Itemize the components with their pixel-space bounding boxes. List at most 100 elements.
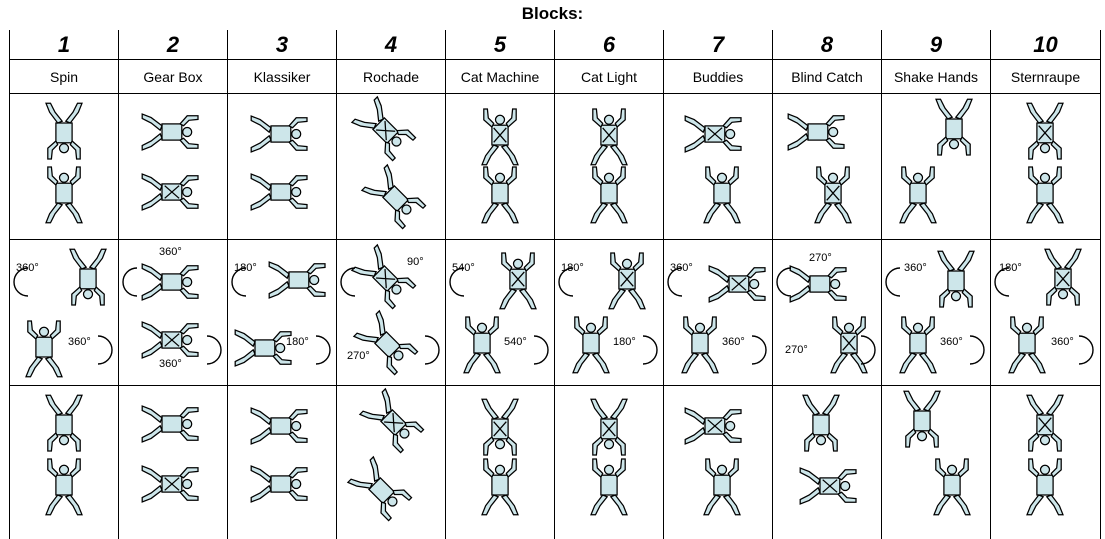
rotation-label-bottom: 360° bbox=[159, 358, 182, 370]
formation-drawing bbox=[119, 386, 228, 532]
skydiver-figure bbox=[142, 264, 198, 300]
formation-drawing bbox=[773, 94, 882, 240]
rotation-arrow bbox=[316, 336, 330, 364]
block-column-4: 4 Rochade 90° 270° bbox=[336, 30, 445, 539]
skydiver-figure bbox=[26, 321, 62, 377]
rotation-label-bottom: 180° bbox=[286, 336, 309, 348]
rotation-label-bottom: 360° bbox=[68, 336, 91, 348]
skydiver-figure bbox=[352, 97, 417, 162]
formation-end bbox=[882, 386, 990, 532]
skydiver-figure bbox=[46, 395, 82, 451]
skydiver-figure bbox=[573, 317, 609, 373]
rotation-label-bottom: 180° bbox=[613, 336, 636, 348]
skydiver-figure bbox=[704, 167, 740, 223]
block-name: Gear Box bbox=[119, 60, 227, 94]
formation-drawing bbox=[337, 240, 446, 386]
formation-transition: 180° 360° bbox=[991, 240, 1100, 386]
skydiver-figure bbox=[482, 399, 518, 455]
block-number: 7 bbox=[664, 30, 772, 60]
block-column-5: 5 Cat Machine 540° 540° bbox=[445, 30, 554, 539]
skydiver-figure bbox=[1009, 317, 1045, 373]
rotation-arrow bbox=[534, 336, 548, 364]
formation-drawing bbox=[446, 94, 555, 240]
formation-transition: 90° 270° bbox=[337, 240, 445, 386]
rotation-arrow bbox=[752, 336, 766, 364]
formation-drawing bbox=[228, 386, 337, 532]
rotation-label-bottom: 270° bbox=[347, 350, 370, 362]
block-column-3: 3 Klassiker 180° 180° bbox=[227, 30, 336, 539]
rotation-arrow bbox=[777, 268, 791, 296]
formation-drawing bbox=[10, 386, 119, 532]
block-column-6: 6 Cat Light 180° 180° bbox=[554, 30, 663, 539]
formation-start bbox=[446, 94, 554, 240]
skydiver-figure bbox=[1027, 395, 1063, 451]
formation-drawing bbox=[228, 94, 337, 240]
block-number: 1 bbox=[10, 30, 118, 60]
formation-drawing bbox=[882, 94, 991, 240]
skydiver-figure bbox=[609, 253, 645, 309]
rotation-label-bottom: 360° bbox=[722, 336, 745, 348]
skydiver-figure bbox=[142, 174, 198, 210]
rotation-arrow bbox=[886, 268, 900, 296]
formation-drawing bbox=[882, 240, 991, 386]
skydiver-figure bbox=[464, 317, 500, 373]
rotation-arrow bbox=[970, 336, 984, 364]
formation-start bbox=[119, 94, 227, 240]
formation-end bbox=[446, 386, 554, 532]
skydiver-figure bbox=[788, 114, 844, 150]
block-name: Cat Light bbox=[555, 60, 663, 94]
block-name: Klassiker bbox=[228, 60, 336, 94]
skydiver-figure bbox=[46, 459, 82, 515]
formation-transition: 180° 180° bbox=[555, 240, 663, 386]
block-column-1: 1 Spin 360° 360° bbox=[9, 30, 118, 539]
rotation-label-top: 360° bbox=[670, 262, 693, 274]
rotation-arrow bbox=[341, 268, 355, 296]
formation-end bbox=[773, 386, 881, 532]
skydiver-figure bbox=[685, 408, 741, 444]
block-column-10: 10 Sternraupe 180° 360° bbox=[990, 30, 1101, 539]
skydiver-figure bbox=[709, 266, 765, 302]
block-name: Blind Catch bbox=[773, 60, 881, 94]
skydiver-figure bbox=[142, 466, 198, 502]
skydiver-figure bbox=[900, 167, 936, 223]
skydiver-figure bbox=[482, 459, 518, 515]
block-name: Rochade bbox=[337, 60, 445, 94]
rotation-label-bottom: 270° bbox=[785, 344, 808, 356]
skydiver-figure bbox=[251, 408, 307, 444]
rotation-arrow bbox=[861, 336, 875, 364]
skydiver-figure bbox=[70, 249, 106, 305]
formation-transition: 360° 360° bbox=[119, 240, 227, 386]
skydiver-figure bbox=[348, 457, 413, 522]
formation-end bbox=[228, 386, 336, 532]
block-number: 4 bbox=[337, 30, 445, 60]
skydiver-figure bbox=[591, 109, 627, 165]
block-column-2: 2 Gear Box 360° 360° bbox=[118, 30, 227, 539]
formation-end bbox=[337, 386, 445, 532]
rotation-label-top: 360° bbox=[16, 262, 39, 274]
block-name: Buddies bbox=[664, 60, 772, 94]
rotation-label-top: 270° bbox=[809, 252, 832, 264]
skydiver-figure bbox=[938, 251, 974, 307]
skydiver-figure bbox=[251, 174, 307, 210]
skydiver-figure bbox=[704, 459, 740, 515]
skydiver-figure bbox=[1027, 167, 1063, 223]
formation-end bbox=[119, 386, 227, 532]
formation-drawing bbox=[337, 94, 446, 240]
rotation-label-bottom: 360° bbox=[1051, 336, 1074, 348]
skydiver-figure bbox=[682, 317, 718, 373]
block-name: Shake Hands bbox=[882, 60, 990, 94]
block-column-8: 8 Blind Catch 270° 270° bbox=[772, 30, 881, 539]
skydiver-figure bbox=[591, 167, 627, 223]
skydiver-figure bbox=[1045, 249, 1081, 305]
formation-drawing bbox=[555, 94, 664, 240]
skydiver-figure bbox=[354, 311, 419, 376]
skydiver-figure bbox=[352, 245, 417, 310]
rotation-label-top: 180° bbox=[234, 262, 257, 274]
formation-drawing bbox=[555, 386, 664, 532]
skydiver-figure bbox=[269, 262, 325, 298]
block-number: 8 bbox=[773, 30, 881, 60]
rotation-arrow bbox=[98, 336, 112, 364]
rotation-arrow bbox=[425, 336, 439, 364]
formation-drawing bbox=[773, 386, 882, 532]
formation-transition: 180° 180° bbox=[228, 240, 336, 386]
